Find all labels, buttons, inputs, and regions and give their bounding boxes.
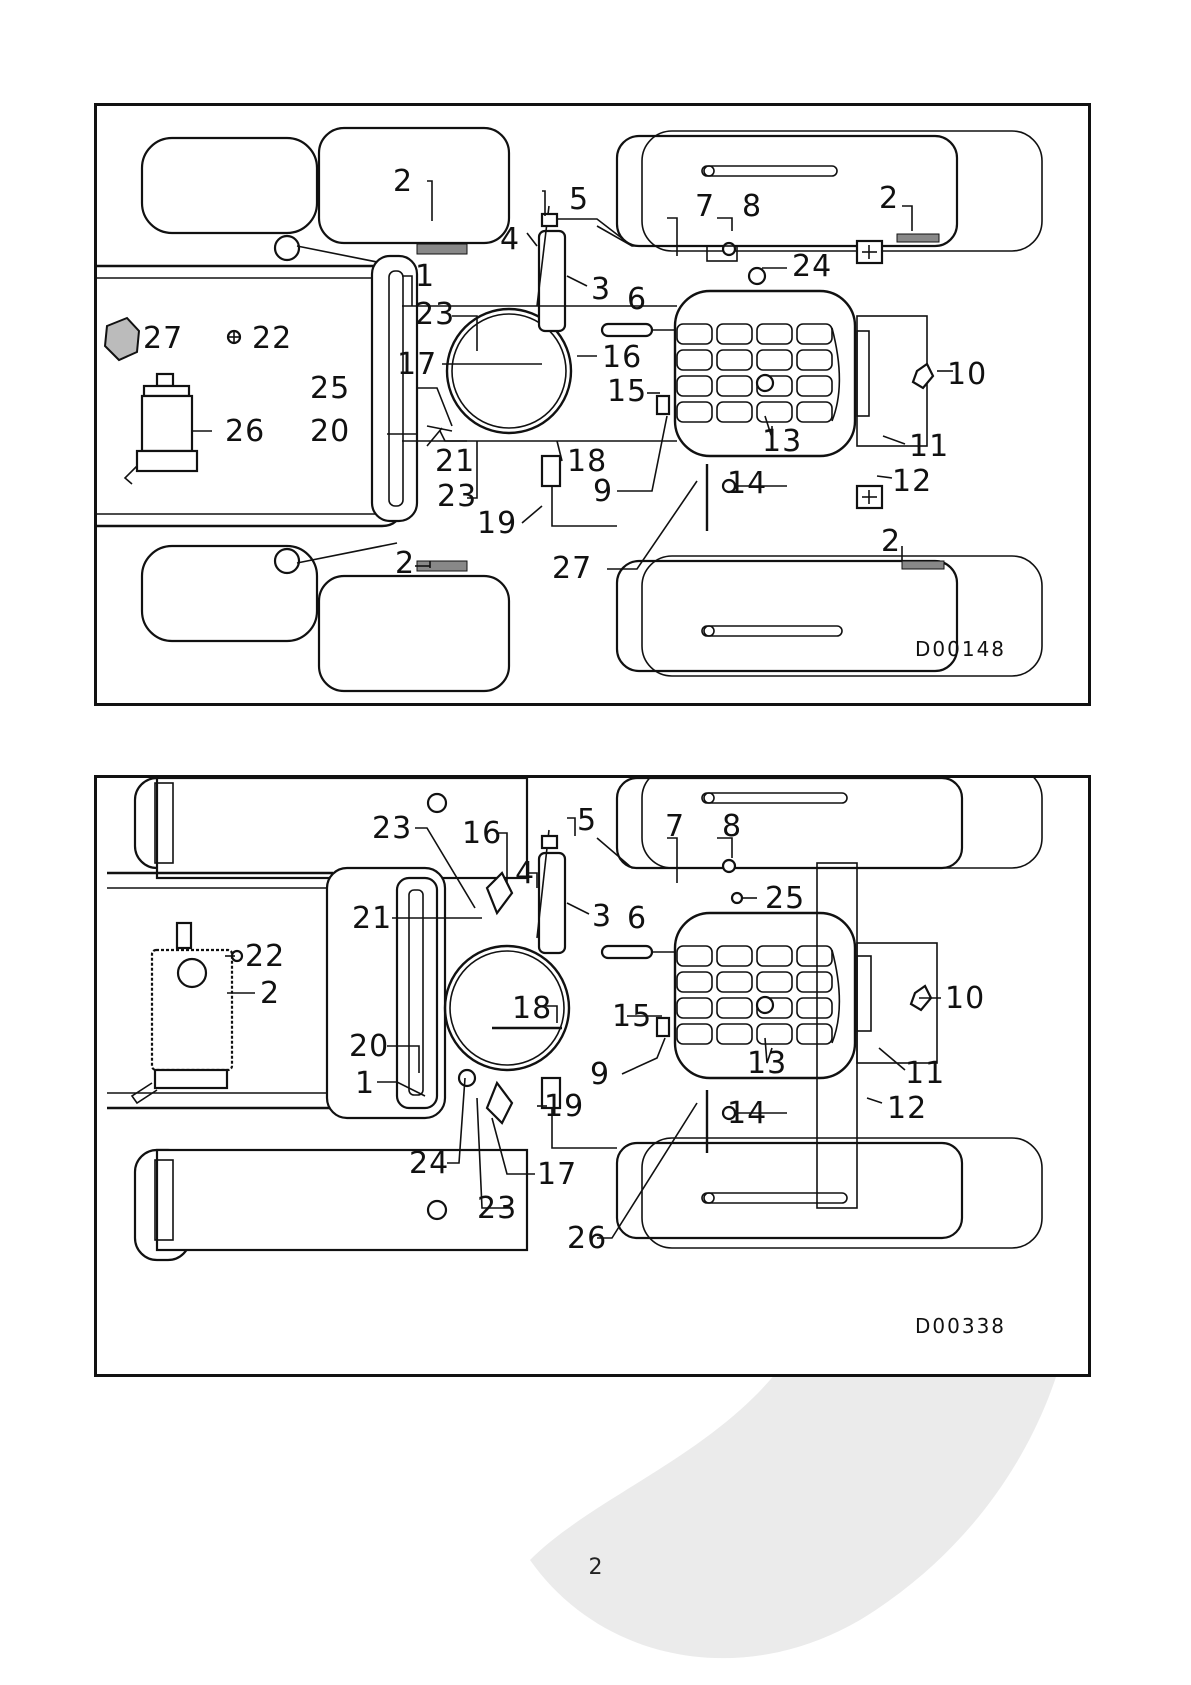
air-filter: [125, 374, 197, 484]
callout-label: 23: [372, 811, 412, 846]
callout-label: 9: [590, 1057, 610, 1092]
callout-label: 2: [881, 524, 901, 559]
callout-label: 6: [627, 901, 647, 936]
front-left-tire: [142, 128, 509, 254]
callout-label: 23: [415, 297, 455, 332]
callout-label: 11: [909, 429, 949, 464]
front-right-tire: [135, 1150, 527, 1260]
callout-label: 25: [765, 881, 805, 916]
callout-label: 8: [722, 809, 742, 844]
callout-label: 21: [435, 444, 475, 479]
callout-label: 12: [892, 464, 932, 499]
callout-label: 20: [310, 414, 350, 449]
lever-3: [539, 231, 565, 331]
callout-label: 19: [544, 1089, 584, 1124]
air-filter: [132, 923, 232, 1103]
callout-label: 18: [512, 991, 552, 1026]
callout-label: 22: [252, 321, 292, 356]
callout-label: 2: [395, 546, 415, 581]
tractor-diagram-bottom: 23 16 5 4 3 21 22 2 18 15 20 1 9 19 24 1…: [97, 778, 1088, 1374]
callout-label: 22: [245, 939, 285, 974]
callout-label: 1: [415, 259, 435, 294]
callout-label: 23: [477, 1191, 517, 1226]
callout-label: 4: [515, 856, 535, 891]
callout-label: 27: [552, 551, 592, 586]
callout-label: 2: [393, 164, 413, 199]
callout-label: 20: [349, 1029, 389, 1064]
callout-label: 10: [945, 981, 985, 1016]
callout-label: 25: [310, 371, 350, 406]
callout-label: 1: [355, 1066, 375, 1101]
figure-top: 2 2 2 2 5 4 3 1 23 23 17 16 25 20 21 15 …: [94, 103, 1091, 706]
figure-code: D00148: [915, 637, 1006, 661]
callout-label: 4: [500, 222, 520, 257]
callout-label: 26: [567, 1221, 607, 1256]
callout-label: 19: [477, 506, 517, 541]
callout-label: 16: [462, 816, 502, 851]
callout-label: 21: [352, 901, 392, 936]
page-number: 2: [0, 1555, 1191, 1580]
filler-cap-icon: [105, 318, 139, 360]
callout-label: 9: [593, 474, 613, 509]
callout-label: 7: [665, 809, 685, 844]
callout-label: 5: [569, 182, 589, 217]
callout-label: 17: [397, 347, 437, 382]
callout-label: 14: [727, 1096, 767, 1131]
front-right-tire: [142, 546, 509, 691]
callout-label: 7: [695, 189, 715, 224]
callout-label: 15: [612, 999, 652, 1034]
rear-left-tire: [597, 131, 1042, 251]
callout-label: 5: [577, 803, 597, 838]
callout-label: 15: [607, 374, 647, 409]
callout-label: 17: [537, 1157, 577, 1192]
callout-label: 13: [747, 1046, 787, 1081]
callout-label: 24: [409, 1146, 449, 1181]
callout-label: 2: [260, 976, 280, 1011]
callout-label: 26: [225, 414, 265, 449]
callout-label: 3: [592, 899, 612, 934]
figure-code: D00338: [915, 1314, 1006, 1338]
callout-label: 16: [602, 340, 642, 375]
callout-label: 23: [437, 479, 477, 514]
callout-label: 8: [742, 189, 762, 224]
callout-label: 2: [879, 181, 899, 216]
callout-label: 27: [143, 321, 183, 356]
callout-label: 10: [947, 357, 987, 392]
rear-left-tire: [597, 778, 1042, 868]
callout-label: 12: [887, 1091, 927, 1126]
tractor-diagram-top: 2 2 2 2 5 4 3 1 23 23 17 16 25 20 21 15 …: [97, 106, 1088, 703]
callout-label: 3: [591, 272, 611, 307]
rear-right-tire: [617, 1138, 1042, 1248]
callout-label: 11: [905, 1056, 945, 1091]
callout-label: 13: [762, 424, 802, 459]
callout-label: 24: [792, 249, 832, 284]
callout-label: 6: [627, 282, 647, 317]
callout-label: 14: [727, 466, 767, 501]
figure-bottom: 23 16 5 4 3 21 22 2 18 15 20 1 9 19 24 1…: [94, 775, 1091, 1377]
